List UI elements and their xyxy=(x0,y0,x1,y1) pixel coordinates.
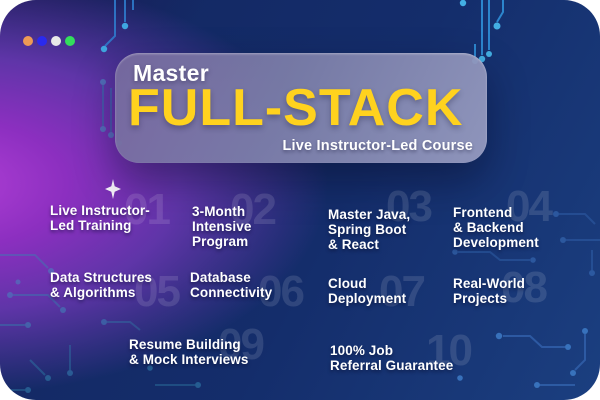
hero-subtitle: Live Instructor-Led Course xyxy=(282,138,473,154)
feature-item-live-training: Live Instructor- Led Training xyxy=(50,203,150,233)
feature-text: Resume Building xyxy=(129,337,241,352)
window-dots xyxy=(23,36,75,46)
feature-text: & React xyxy=(328,237,379,252)
feature-text: Referral Guarantee xyxy=(330,358,454,373)
feature-item-3-month-program: 3-Month Intensive Program xyxy=(192,204,251,249)
window-dot-green xyxy=(65,36,75,46)
feature-text: Real-World xyxy=(453,276,526,291)
feature-text: 100% Job xyxy=(330,343,394,358)
feature-text: Data Structures xyxy=(50,270,153,285)
feature-item-database: Database Connectivity xyxy=(190,270,272,300)
feature-text: Spring Boot xyxy=(328,222,407,237)
feature-ghost-number: 09 xyxy=(218,320,265,369)
feature-text: Master Java, xyxy=(328,207,411,222)
hero-kicker: Master xyxy=(133,60,209,86)
feature-ghost-number: 07 xyxy=(379,267,426,316)
feature-text: 3-Month xyxy=(192,204,246,219)
feature-ghost-number: 04 xyxy=(506,182,553,231)
feature-text: Program xyxy=(192,234,249,249)
feature-text: Development xyxy=(453,235,539,250)
feature-text: Led Training xyxy=(50,218,132,233)
feature-ghost-number: 05 xyxy=(134,267,181,316)
feature-item-projects: Real-World Projects xyxy=(453,276,525,306)
feature-ghost-number: 08 xyxy=(501,263,548,312)
feature-item-frontend-backend: Frontend & Backend Development xyxy=(453,205,539,250)
window-dot-blue xyxy=(37,36,47,46)
window-dot-white xyxy=(51,36,61,46)
feature-text: Connectivity xyxy=(190,285,273,300)
feature-text: & Algorithms xyxy=(50,285,136,300)
feature-text: Deployment xyxy=(328,291,407,306)
feature-ghost-number: 01 xyxy=(124,185,171,234)
feature-item-cloud: Cloud Deployment xyxy=(328,276,406,306)
feature-ghost-number: 03 xyxy=(386,182,433,231)
feature-ghost-number: 10 xyxy=(426,326,473,375)
feature-text: Projects xyxy=(453,291,508,306)
feature-ghost-number: 02 xyxy=(230,185,277,234)
hero-card: Master FULL-STACK Live Instructor-Led Co… xyxy=(115,53,487,163)
window-dot-orange xyxy=(23,36,33,46)
feature-item-java-spring-react: Master Java, Spring Boot & React xyxy=(328,207,410,252)
feature-text: Cloud xyxy=(328,276,367,291)
sparkle-icon xyxy=(105,179,121,199)
hero-title: FULL-STACK xyxy=(128,79,464,137)
feature-text: Intensive xyxy=(192,219,252,234)
feature-item-dsa: Data Structures & Algorithms xyxy=(50,270,152,300)
feature-text: & Mock Interviews xyxy=(129,352,249,367)
feature-text: Frontend xyxy=(453,205,513,220)
feature-text: Database xyxy=(190,270,251,285)
feature-item-job-referral: 100% Job Referral Guarantee xyxy=(330,343,453,373)
feature-text: & Backend xyxy=(453,220,524,235)
feature-text: Live Instructor- xyxy=(50,203,150,218)
feature-item-resume-interviews: Resume Building & Mock Interviews xyxy=(129,337,249,367)
feature-ghost-number: 06 xyxy=(258,267,305,316)
